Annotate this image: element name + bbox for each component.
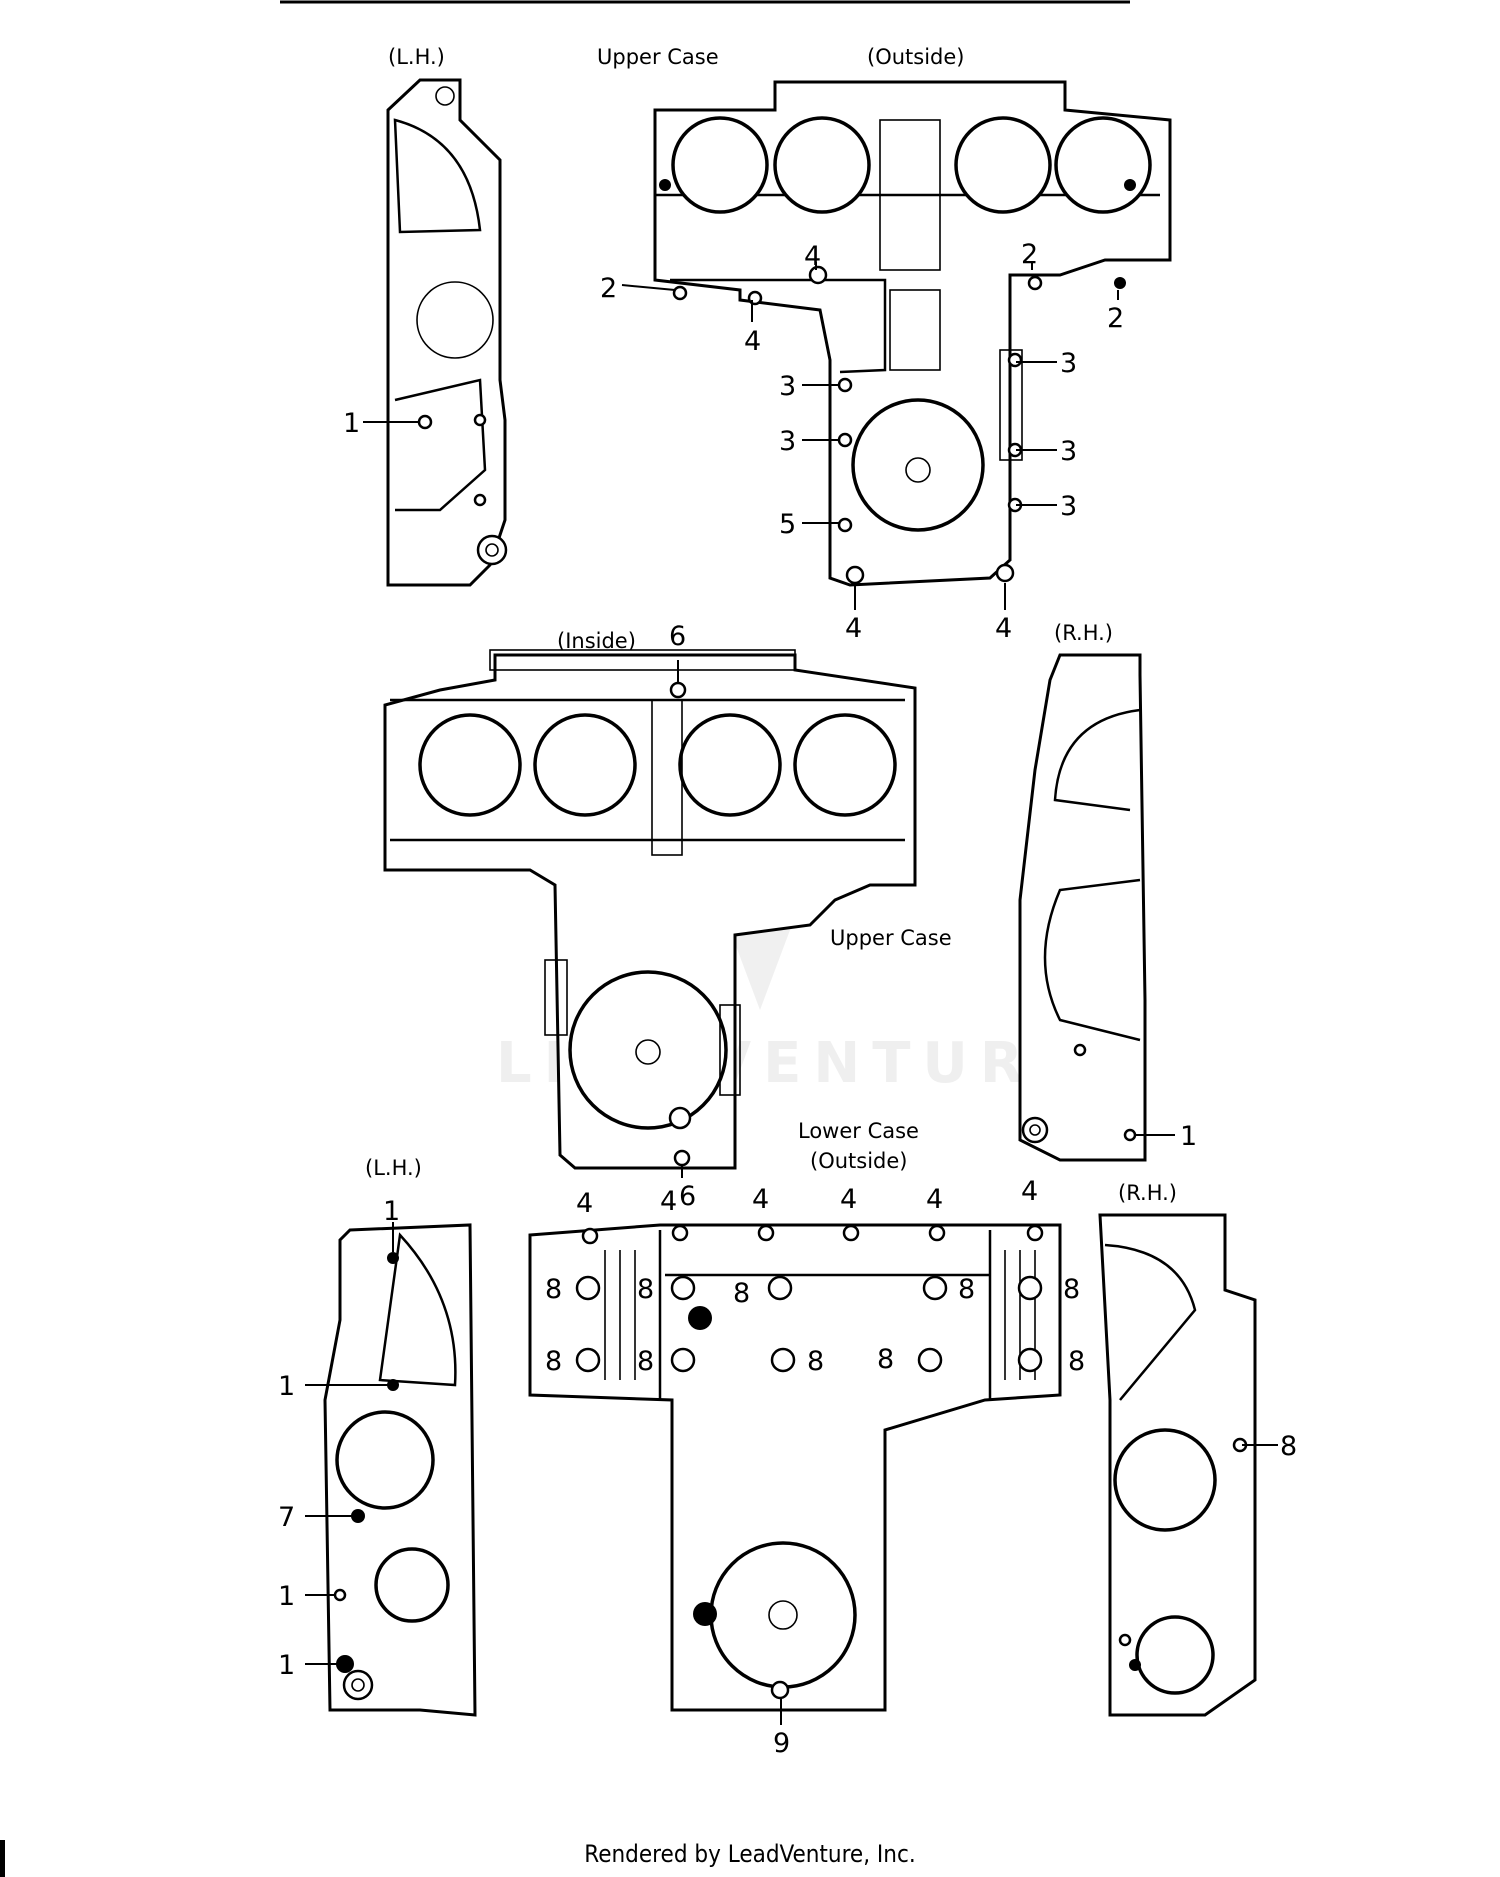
leader-lines <box>305 262 1278 1725</box>
callout-3-right-c: 3 <box>1060 491 1077 522</box>
callout-1-lhb-a: 1 <box>383 1196 400 1227</box>
callout-4-l6: 4 <box>1021 1176 1038 1207</box>
callout-1-lhb-b: 1 <box>278 1371 295 1402</box>
callout-1-lhb-c: 1 <box>278 1581 295 1612</box>
lower-case-outside <box>528 1223 1062 1712</box>
callout-4-l3: 4 <box>752 1184 769 1215</box>
callout-8-f: 8 <box>545 1346 562 1377</box>
callout-7: 7 <box>278 1502 295 1533</box>
callout-3-right-a: 3 <box>1060 348 1077 379</box>
callout-9: 9 <box>773 1728 790 1759</box>
label-upper-case-mid: Upper Case <box>830 926 952 950</box>
callout-8-a: 8 <box>545 1274 562 1305</box>
lh-upper-case-side <box>386 78 508 587</box>
callout-8-g: 8 <box>637 1346 654 1377</box>
callout-4-bottom-b: 4 <box>995 613 1012 644</box>
callout-4-a: 4 <box>804 241 821 272</box>
callout-8-c: 8 <box>733 1278 750 1309</box>
callout-8-d: 8 <box>958 1274 975 1305</box>
rh-lower-case-side <box>1098 1213 1257 1717</box>
label-inside: (Inside) <box>557 629 636 653</box>
upper-case-outside <box>653 80 1172 587</box>
lower-case-bolts <box>575 1224 1044 1373</box>
label-rh-bottom: (R.H.) <box>1118 1181 1177 1205</box>
lh-lower-case-side <box>323 1223 477 1717</box>
callout-4-b: 4 <box>744 326 761 357</box>
callout-5: 5 <box>779 509 796 540</box>
label-lh-top: (L.H.) <box>388 45 445 69</box>
upper-case-inside <box>383 649 917 1170</box>
callout-8-h: 8 <box>807 1346 824 1377</box>
footer-credit: Rendered by LeadVenture, Inc. <box>584 1840 915 1868</box>
label-lh-bottom: (L.H.) <box>365 1156 422 1180</box>
callout-3-left-b: 3 <box>779 426 796 457</box>
rh-upper-case-side <box>1018 653 1147 1162</box>
label-outside-top: (Outside) <box>867 45 964 69</box>
upper-case-outside-bolts <box>659 179 1136 585</box>
callout-4-l1: 4 <box>576 1188 593 1219</box>
label-lower-outside: (Outside) <box>810 1149 907 1173</box>
edge-marker <box>0 1840 5 1877</box>
callout-1-lh-top: 1 <box>343 408 360 439</box>
callout-2-right-a: 2 <box>1021 239 1038 270</box>
label-upper-case-top: Upper Case <box>597 45 719 69</box>
callout-4-bottom-a: 4 <box>845 613 862 644</box>
callout-1-rh-mid: 1 <box>1180 1121 1197 1152</box>
callout-8-e: 8 <box>1063 1274 1080 1305</box>
label-rh-mid: (R.H.) <box>1054 621 1113 645</box>
callout-4-l4: 4 <box>840 1184 857 1215</box>
callout-8-j: 8 <box>1068 1346 1085 1377</box>
callout-6-top: 6 <box>669 621 686 652</box>
callout-6-bottom: 6 <box>679 1181 696 1212</box>
callout-4-l2: 4 <box>660 1186 677 1217</box>
callout-1-lhb-d: 1 <box>278 1650 295 1681</box>
label-lower-case: Lower Case <box>798 1119 919 1143</box>
callout-2-right-b: 2 <box>1107 303 1124 334</box>
callout-4-l5: 4 <box>926 1184 943 1215</box>
callout-8-b: 8 <box>637 1274 654 1305</box>
callout-3-left-a: 3 <box>779 371 796 402</box>
callout-8-rh: 8 <box>1280 1431 1297 1462</box>
callout-2-left: 2 <box>600 273 617 304</box>
callout-3-right-b: 3 <box>1060 436 1077 467</box>
callout-8-i: 8 <box>877 1344 894 1375</box>
